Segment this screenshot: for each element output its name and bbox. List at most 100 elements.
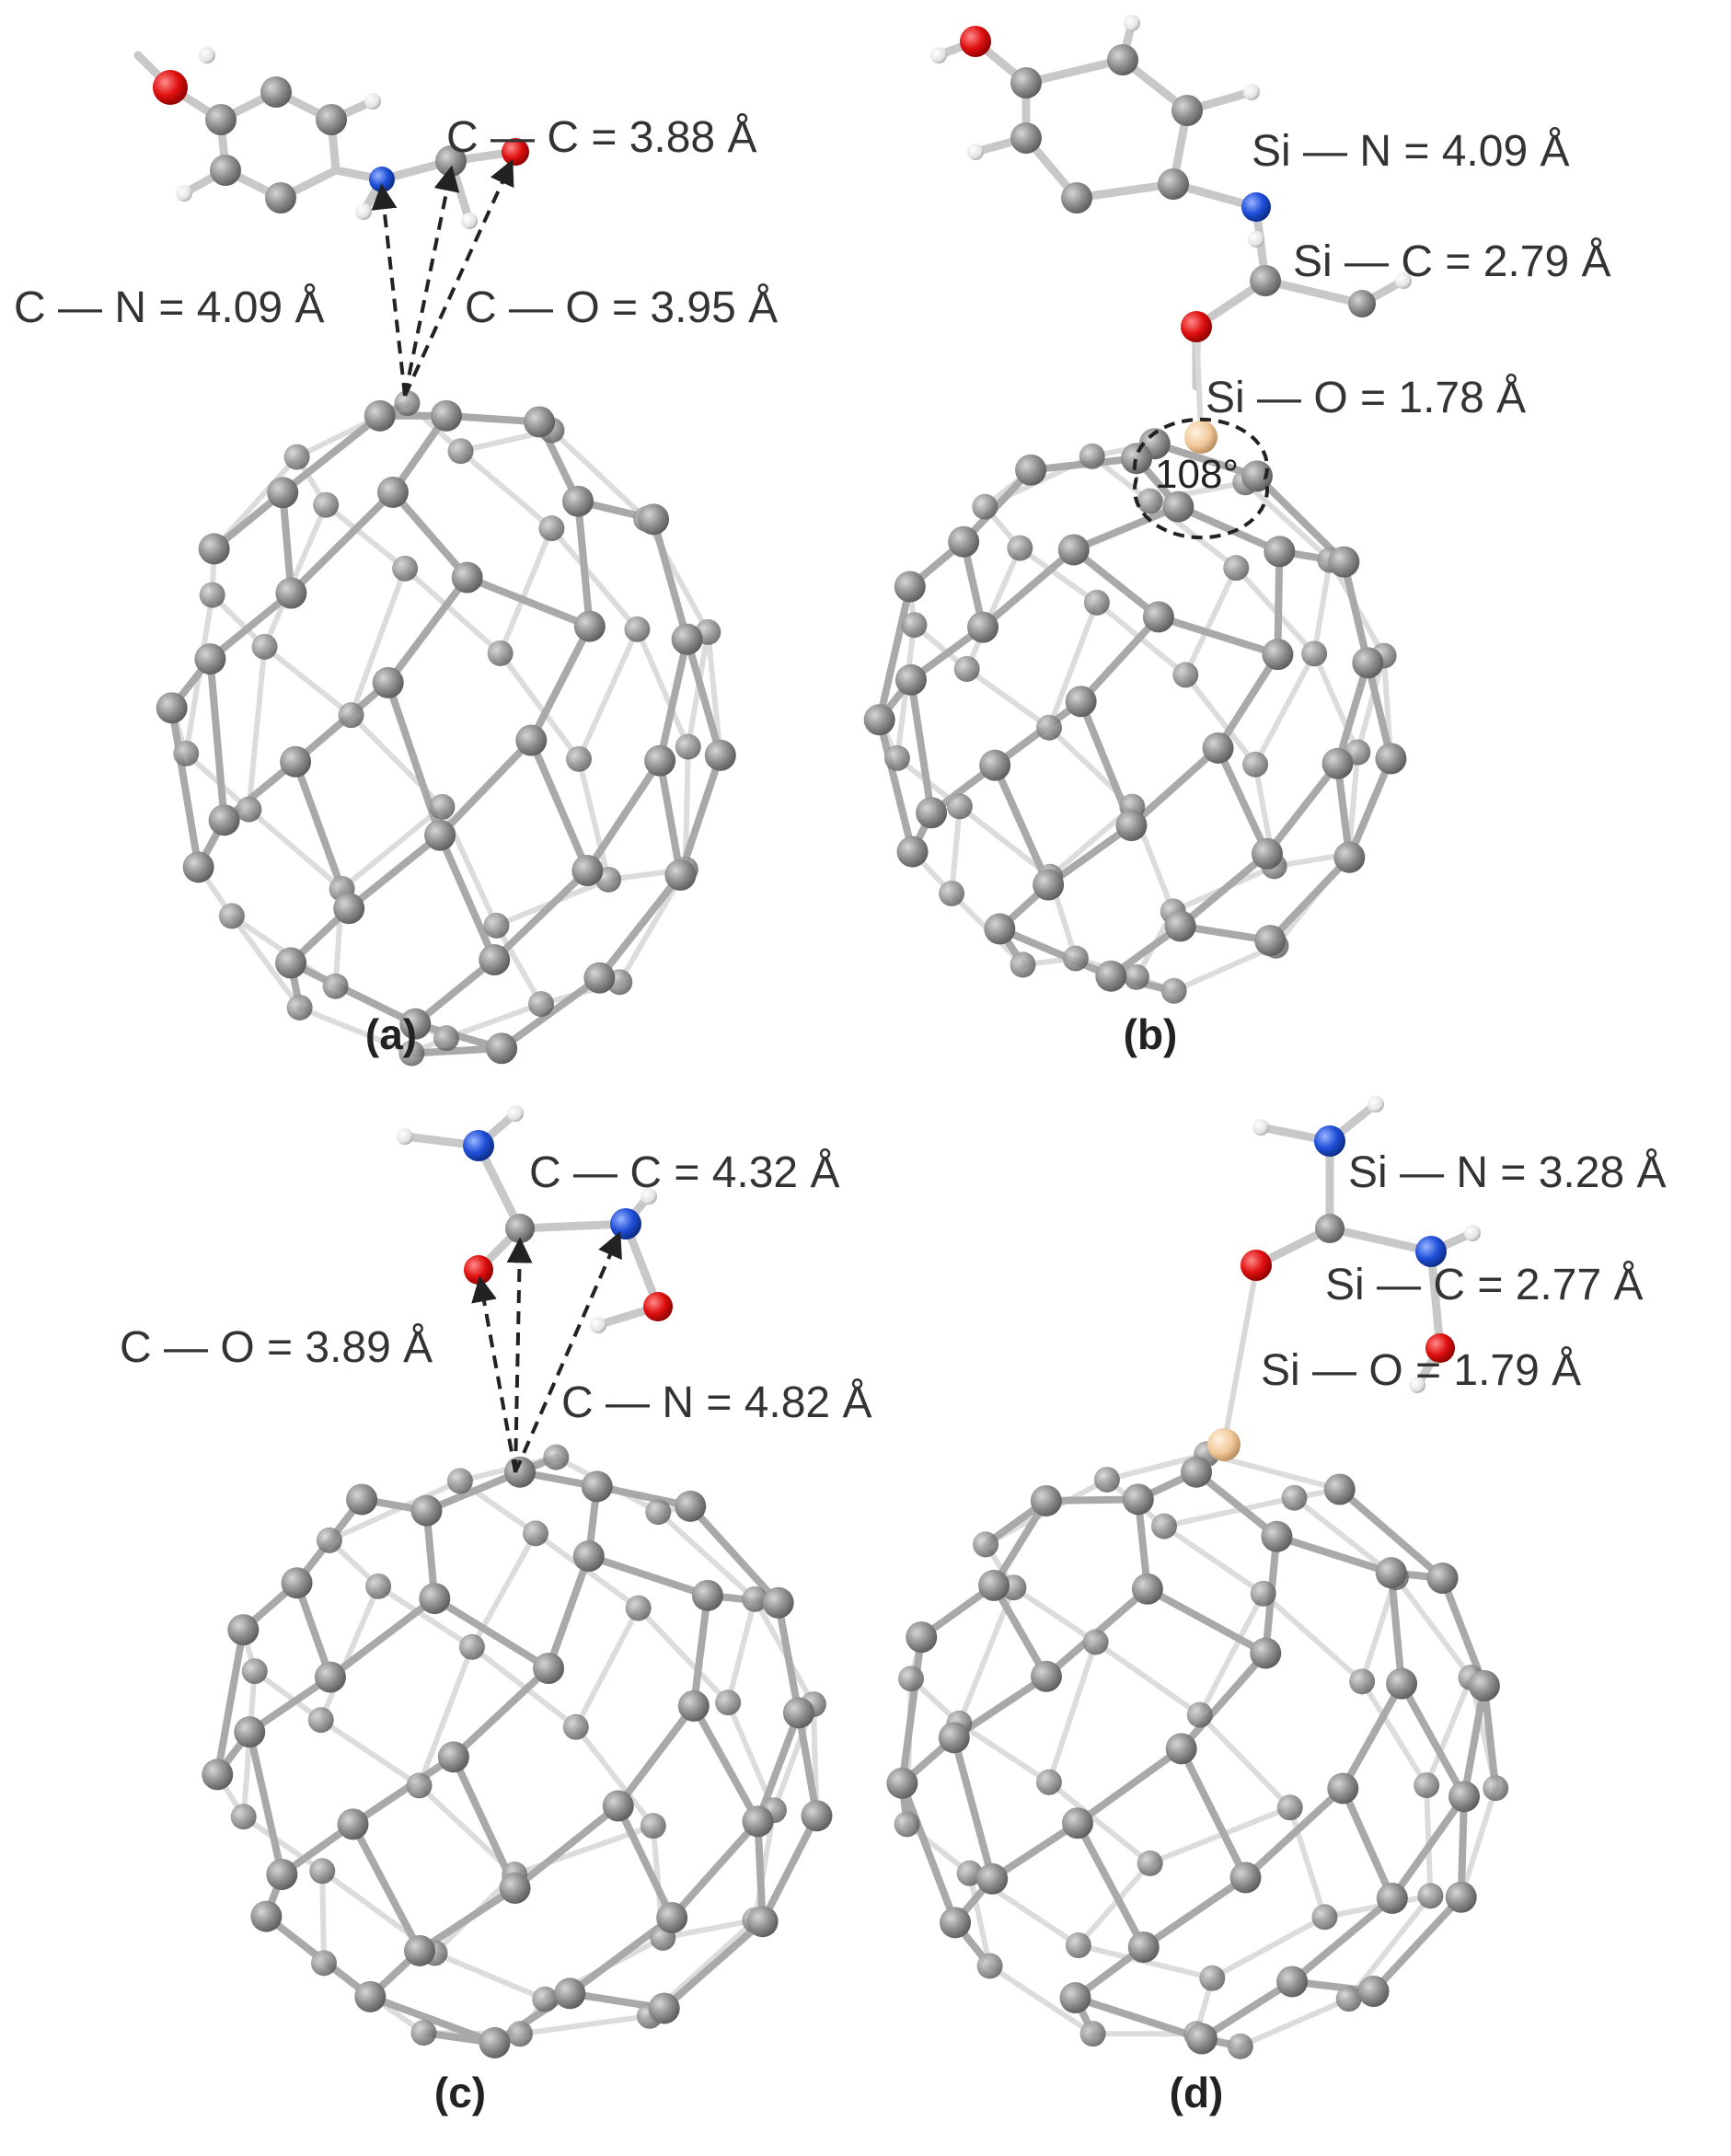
- cage-bond: [584, 1552, 711, 1599]
- adsorbate-molecule-b: [930, 15, 1412, 454]
- cage-bond: [1340, 558, 1372, 667]
- cage-bond: [498, 974, 604, 1053]
- carbon-atom: [205, 104, 237, 135]
- cage-bond: [1154, 613, 1282, 659]
- cage-carbon-atom: [1165, 1733, 1197, 1765]
- cage-carbon-atom: [972, 493, 998, 520]
- cage-bond: [1045, 599, 1100, 731]
- cage-carbon-atom: [1010, 951, 1036, 978]
- cage-carbon-atom: [1417, 1883, 1444, 1909]
- cage-carbon-atom: [1335, 1986, 1362, 2012]
- cage-carbon-atom: [487, 640, 514, 666]
- cage-carbon-atom: [364, 399, 396, 432]
- cage-bond: [339, 803, 445, 892]
- cage-bond: [1147, 1804, 1293, 1866]
- cage-carbon-atom: [313, 491, 340, 518]
- cage-carbon-atom: [1352, 647, 1384, 679]
- cage-carbon-atom: [227, 1614, 260, 1646]
- cage-carbon-atom: [322, 973, 349, 999]
- panel-d: Si — N = 3.28 Å Si — C = 2.77 Å Si — O =…: [886, 1096, 1667, 2116]
- cage-bond: [1196, 1712, 1293, 1811]
- cage-carbon-atom: [338, 702, 364, 729]
- cage-carbon-atom: [316, 1527, 342, 1553]
- cage-bond: [431, 1595, 553, 1672]
- cage-carbon-atom: [691, 1579, 723, 1611]
- cage-bond: [774, 1598, 802, 1717]
- cage-carbon-atom: [562, 485, 594, 517]
- cage-carbon-atom: [1007, 535, 1033, 561]
- cage-bond: [614, 1701, 698, 1810]
- cage-bond: [1311, 557, 1333, 657]
- cage-carbon-atom: [182, 851, 214, 883]
- cage-carbon-atom: [1186, 1701, 1213, 1728]
- cage-bond: [1069, 502, 1183, 554]
- hydrogen-atom: [1464, 1225, 1481, 1241]
- cage-bond: [548, 525, 640, 632]
- cage-bond: [1143, 1585, 1270, 1657]
- cage-bond: [1460, 1681, 1488, 1801]
- cage-bond: [991, 761, 1053, 889]
- cage-bond: [246, 1728, 286, 1878]
- cage-bond: [1333, 659, 1372, 767]
- carbon-atom: [1348, 290, 1376, 317]
- carbon-atom: [1171, 95, 1203, 126]
- cage-carbon-atom: [447, 438, 474, 465]
- cage-bond: [1458, 1785, 1499, 1900]
- cage-carbon-atom: [314, 1661, 346, 1693]
- cage-bond: [683, 635, 724, 759]
- cage-carbon-atom: [1015, 454, 1047, 486]
- cage-bond: [1339, 1679, 1406, 1793]
- cage-bond: [449, 1664, 553, 1761]
- cage-carbon-atom: [1142, 601, 1174, 633]
- cage-carbon-atom: [978, 1569, 1010, 1601]
- cage-carbon-atom: [1448, 1781, 1481, 1813]
- cage-carbon-atom: [625, 1595, 652, 1621]
- cage-bond: [1139, 1874, 1250, 1951]
- cage-carbon-atom: [230, 1804, 257, 1830]
- cage-carbon-atom: [1264, 536, 1296, 568]
- cage-carbon-atom: [671, 623, 703, 655]
- cage-carbon-atom: [538, 515, 565, 542]
- cage-bond: [676, 751, 724, 879]
- cage-bond: [493, 922, 544, 1008]
- cage-bond: [1364, 659, 1395, 763]
- cage-carbon-atom: [446, 1468, 473, 1494]
- cage-carbon-atom: [1079, 2021, 1106, 2047]
- cage-carbon-atom: [404, 1934, 436, 1966]
- cage-carbon-atom: [1251, 837, 1283, 870]
- cage-bond: [317, 1583, 382, 1724]
- cage-carbon-atom: [1323, 1473, 1356, 1505]
- cage-bond: [1183, 565, 1240, 678]
- carbon-atom: [1061, 182, 1092, 213]
- cage-bond: [689, 1591, 711, 1710]
- cage-bond: [634, 626, 691, 750]
- cage-carbon-atom: [522, 1520, 548, 1547]
- cage-bond: [1183, 672, 1259, 767]
- hydrogen-atom: [930, 47, 947, 63]
- cage-bond: [1177, 1745, 1250, 1882]
- cage-carbon-atom: [1376, 1882, 1408, 1914]
- label-c-o: C — O = 3.95 Å: [465, 283, 778, 332]
- hydrogen-atom: [176, 185, 192, 202]
- cage-carbon-atom: [1059, 1982, 1091, 2014]
- cage-carbon-atom: [762, 1586, 794, 1619]
- cage-bond: [348, 565, 409, 719]
- oxygen-atom: [1241, 1250, 1272, 1281]
- cage-carbon-atom: [1301, 640, 1328, 667]
- cage-bond: [1045, 1639, 1099, 1785]
- cage-bond: [964, 665, 1052, 731]
- cage-carbon-atom: [675, 1490, 707, 1522]
- cage-carbon-atom: [973, 1531, 999, 1558]
- cage-carbon-atom: [333, 893, 365, 925]
- cage-carbon-atom: [410, 1494, 443, 1527]
- cage-carbon-atom: [940, 1907, 972, 1939]
- cage-carbon-atom: [173, 740, 200, 767]
- cage-carbon-atom: [1333, 841, 1366, 873]
- cage-bond: [1017, 545, 1100, 605]
- cage-bond: [758, 1812, 821, 1926]
- cage-carbon-atom: [1276, 1794, 1303, 1821]
- cage-bond: [1209, 1914, 1328, 1981]
- cage-bond: [1260, 1590, 1366, 1685]
- oxygen-atom: [502, 138, 529, 166]
- cage-carbon-atom: [1281, 1484, 1308, 1511]
